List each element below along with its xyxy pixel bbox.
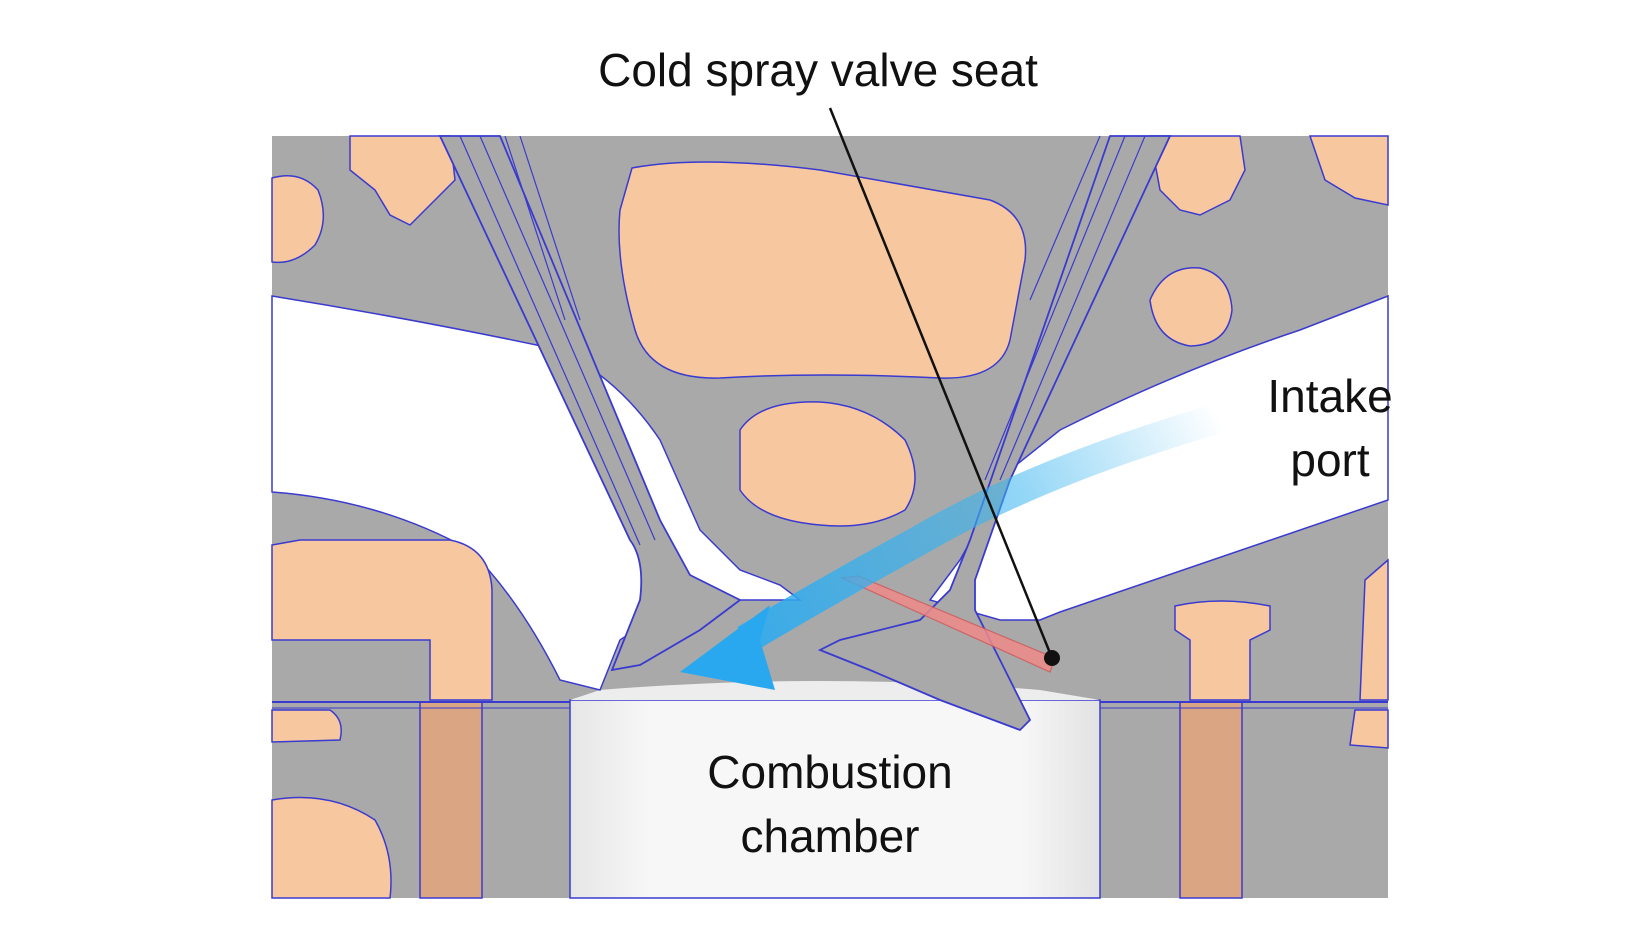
intake-valve (817, 135, 1172, 732)
cylinder-liner-columns (272, 701, 1388, 899)
combustion-chamber-cavity (569, 681, 1101, 899)
valve-seat-leader (828, 107, 1060, 666)
intake-port-label: Intake port (1230, 364, 1430, 492)
title-text: Cold spray valve seat (598, 44, 1038, 96)
leader-dot (1044, 650, 1060, 666)
coolant-passage-left-lower (271, 796, 392, 899)
flow-arrowhead (680, 605, 775, 690)
cold-spray-valve-seat-label: Cold spray valve seat (548, 38, 1088, 102)
coolant-passage-center (739, 401, 916, 527)
coolant-passage-upper-center (618, 161, 1027, 379)
coolant-passage-right-edge (1359, 558, 1389, 701)
coolant-passage-far-right-top (1308, 135, 1389, 206)
coolant-passage-left-elbow (271, 539, 493, 701)
combustion-chamber-label: Combustion chamber (660, 740, 1000, 868)
combustion-label-line2: chamber (740, 810, 920, 862)
combustion-label-line1: Combustion (707, 746, 953, 798)
exhaust-valve (438, 135, 742, 672)
coolant-passage-right-round (1149, 267, 1233, 347)
coolant-passage-right-stem (1174, 600, 1271, 701)
intake-flow-arrow (680, 403, 1225, 690)
coolant-passage-left-small (271, 709, 342, 743)
intake-label-line1: Intake (1267, 370, 1393, 422)
coolant-passage-top-right (1149, 135, 1246, 216)
intake-label-line2: port (1290, 434, 1370, 486)
coolant-passage-upper-left (271, 175, 324, 264)
coolant-passage-right-edge-lower (1349, 709, 1389, 749)
